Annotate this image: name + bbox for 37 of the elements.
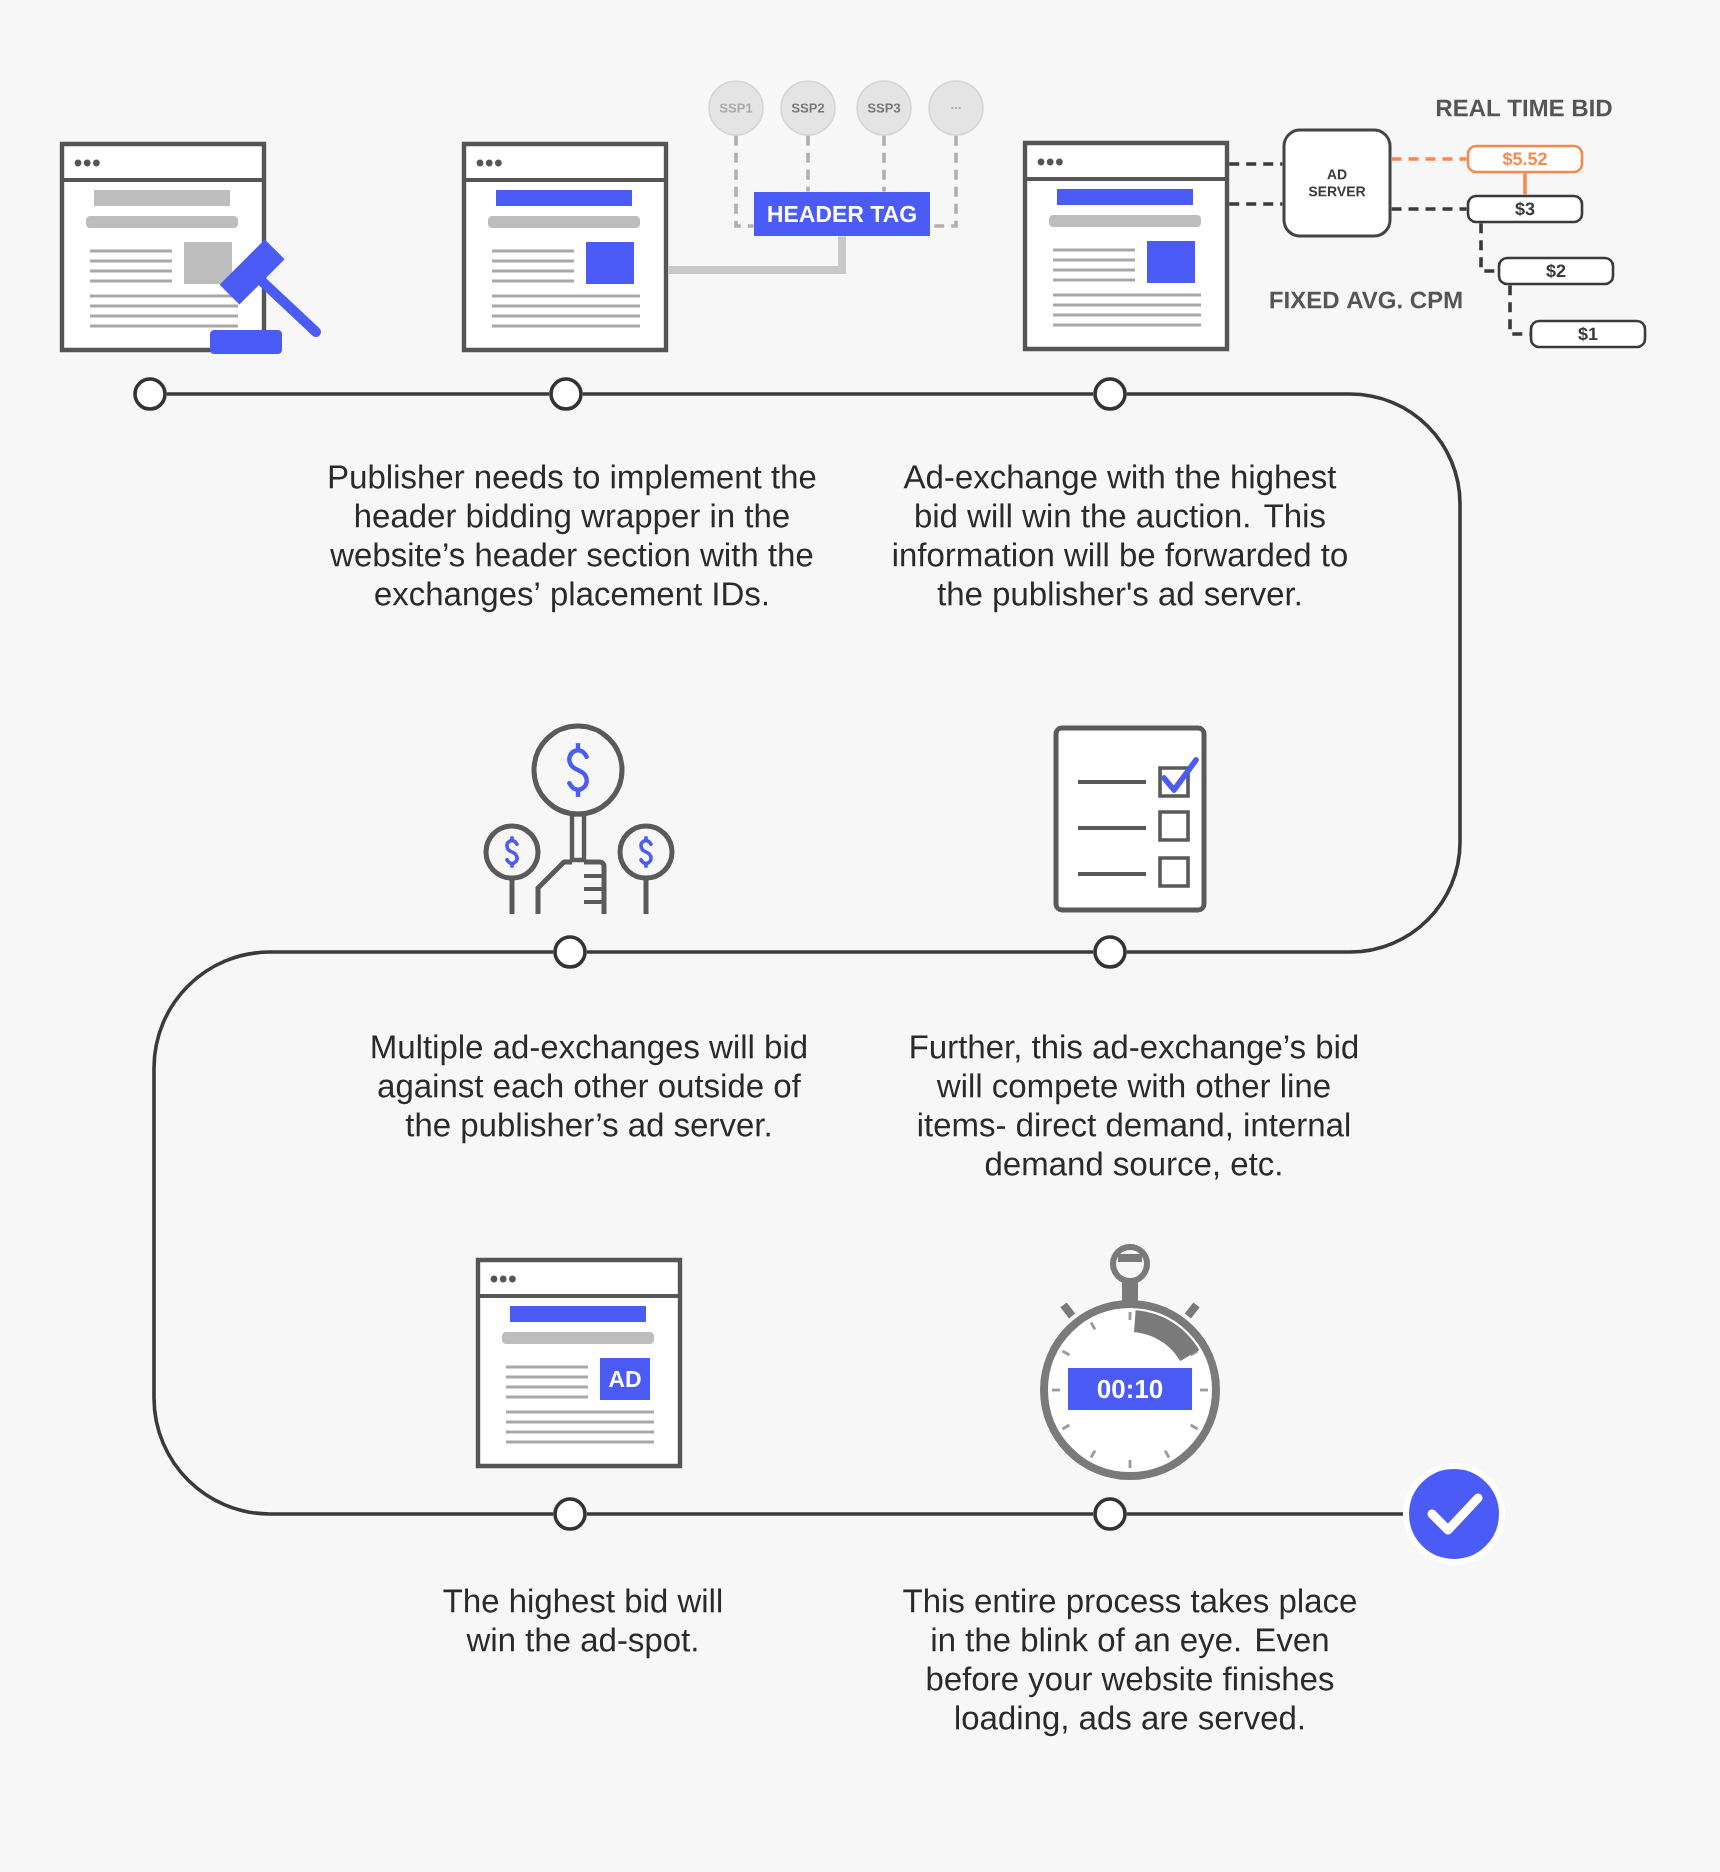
dashed-connector [806, 135, 810, 192]
price-box: $1 [1529, 319, 1647, 349]
description-text: Ad-exchange with the highest bid will win the auction. This information will be forwarded to the publisher's ad server. [893, 464, 1347, 613]
dashed-connector [1229, 162, 1283, 166]
price-box: $3 [1466, 194, 1584, 224]
description-text: The highest bid will win the ad-spot. [443, 1588, 722, 1659]
connector-line [1523, 173, 1527, 195]
description-text: This entire process takes place in the blink of an eye. Even before your website finishes loading, ads are served. [903, 1588, 1356, 1737]
description-text: Further, this ad-exchange’s bid will compete with other line items- direct demand, internal demand source, etc. [911, 1034, 1358, 1180]
dashed-connector [1391, 157, 1467, 161]
timeline-line [586, 1512, 1094, 1516]
dashed-connector [1479, 223, 1498, 273]
tag-box: HEADER TAG [754, 192, 930, 236]
connector-line [668, 236, 846, 274]
heading-label: REAL TIME BID [1436, 99, 1612, 117]
webpage-illustration [1022, 140, 1230, 352]
dashed-connector [1391, 207, 1467, 211]
timeline-line [152, 950, 554, 1516]
price-box: $5.52 [1466, 144, 1584, 174]
dashed-connector [1508, 285, 1530, 336]
ad-box: AD [600, 1358, 650, 1400]
dashed-connector [930, 135, 958, 228]
timeline-line [586, 950, 1094, 954]
timeline-line [582, 392, 1094, 396]
timeline-line [1126, 392, 1462, 954]
timer-display: 00:10 [1068, 1368, 1192, 1410]
dashed-connector [1229, 202, 1283, 206]
dashed-connector [734, 135, 754, 228]
dashed-connector [882, 135, 886, 192]
webpage-illustration [461, 141, 669, 353]
description-text: Publisher needs to implement the header bidding wrapper in the website’s header section with the exchanges’ placement IDs. [329, 464, 816, 613]
timeline-line [1126, 1512, 1403, 1516]
price-box: $2 [1497, 256, 1615, 286]
caption-label: FIXED AVG. CPM [1270, 291, 1462, 309]
description-text: Multiple ad-exchanges will bid against each other outside of the publisher’s ad server. [372, 1034, 806, 1144]
check-icon [1403, 1463, 1505, 1565]
timeline-line [166, 392, 550, 396]
